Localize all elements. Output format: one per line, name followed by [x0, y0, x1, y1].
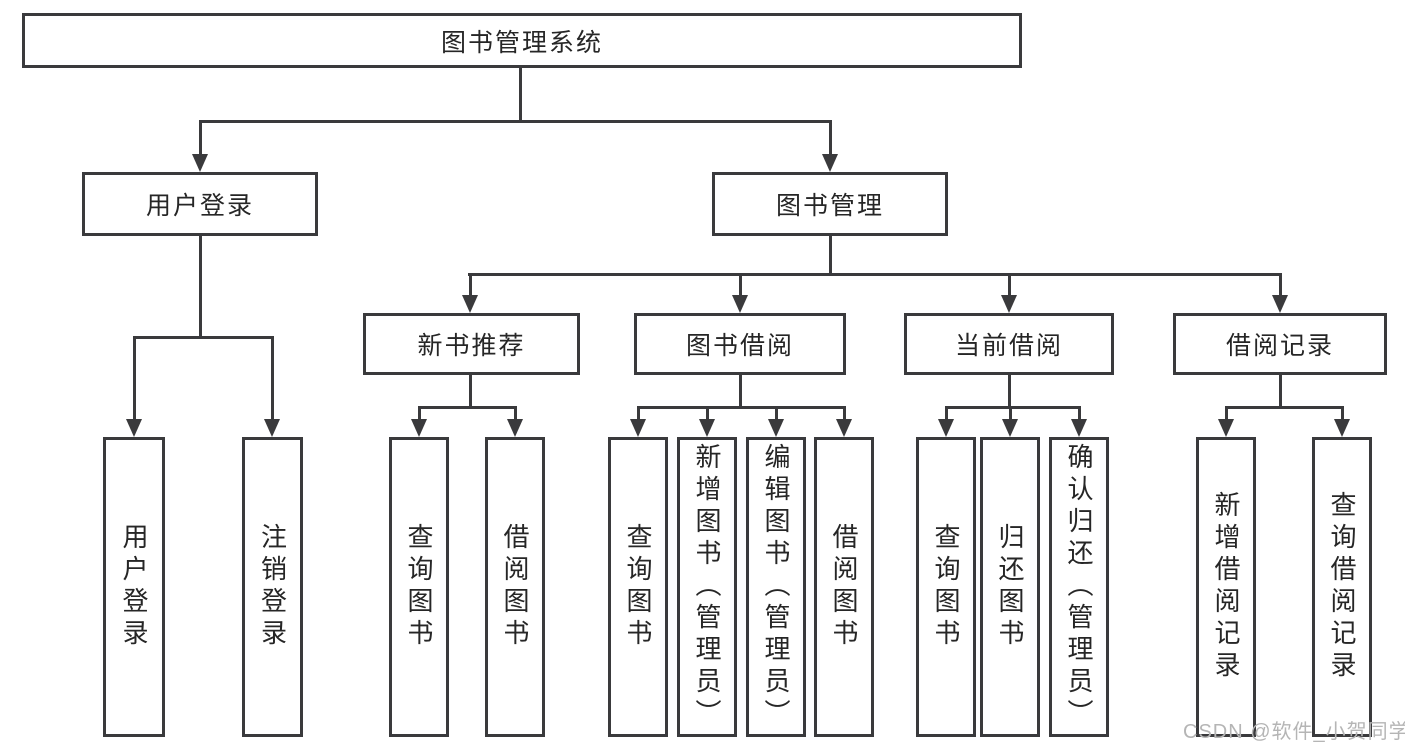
- arrow-down-icon: [192, 154, 208, 172]
- connector-line: [418, 406, 421, 419]
- connector-line: [1078, 406, 1081, 419]
- node-book-management: 图书管理: [712, 172, 948, 236]
- arrow-down-icon: [732, 295, 748, 313]
- connector-line: [1009, 406, 1012, 419]
- arrow-down-icon: [264, 419, 280, 437]
- node-label: 新书推荐: [417, 332, 526, 360]
- connector-line: [945, 406, 1080, 409]
- leaf-label: 借阅图书: [829, 523, 859, 651]
- connector-line: [843, 406, 846, 419]
- connector-line: [469, 375, 472, 406]
- connector-line: [133, 336, 274, 339]
- connector-line: [514, 406, 517, 419]
- arrow-down-icon: [1001, 295, 1017, 313]
- leaf-label: 借阅图书: [500, 523, 530, 651]
- arrow-down-icon: [126, 419, 142, 437]
- leaf-label: 注销登录: [257, 523, 288, 651]
- node-book-borrow: 图书借阅: [634, 313, 846, 375]
- connector-line: [637, 406, 640, 419]
- leaf-query-borrow-record: 查询借阅记录: [1312, 437, 1372, 737]
- node-label: 借阅记录: [1225, 332, 1334, 360]
- node-label: 图书管理系统: [440, 28, 603, 57]
- node-library-system: 图书管理系统: [22, 13, 1022, 68]
- leaf-label: 新增图书（管理员）: [692, 443, 722, 731]
- leaf-label: 新增借阅记录: [1211, 491, 1241, 683]
- connector-line: [829, 236, 832, 273]
- leaf-edit-book-admin: 编辑图书（管理员）: [746, 437, 806, 737]
- leaf-label: 编辑图书（管理员）: [761, 443, 791, 731]
- connector-line: [1279, 375, 1282, 406]
- arrow-down-icon: [411, 419, 427, 437]
- connector-line: [469, 273, 472, 295]
- connector-line: [1008, 375, 1011, 406]
- arrow-down-icon: [1218, 419, 1234, 437]
- connector-line: [199, 236, 202, 336]
- leaf-user-login: 用户登录: [103, 437, 165, 737]
- arrow-down-icon: [822, 154, 838, 172]
- node-user-login: 用户登录: [82, 172, 318, 236]
- arrow-down-icon: [507, 419, 523, 437]
- node-label: 当前借阅: [954, 332, 1063, 360]
- leaf-label: 用户登录: [119, 523, 149, 651]
- node-new-book-recommend: 新书推荐: [363, 313, 580, 375]
- leaf-return-books: 归还图书: [980, 437, 1040, 737]
- arrow-down-icon: [699, 419, 715, 437]
- connector-line: [739, 273, 742, 295]
- arrow-down-icon: [836, 419, 852, 437]
- leaf-borrow-books: 借阅图书: [814, 437, 874, 737]
- node-current-borrow: 当前借阅: [904, 313, 1114, 375]
- connector-line: [637, 406, 845, 409]
- arrow-down-icon: [1272, 295, 1288, 313]
- connector-line: [739, 375, 742, 406]
- leaf-label: 查询图书: [931, 523, 961, 651]
- connector-line: [1341, 406, 1344, 419]
- leaf-confirm-return-admin: 确认归还（管理员）: [1049, 437, 1109, 737]
- leaf-label: 确认归还（管理员）: [1064, 443, 1094, 731]
- connector-line: [468, 273, 1282, 276]
- connector-line: [519, 68, 522, 120]
- arrow-down-icon: [1002, 419, 1018, 437]
- arrow-down-icon: [1334, 419, 1350, 437]
- connector-line: [945, 406, 948, 419]
- connector-line: [199, 120, 832, 123]
- leaf-add-borrow-record: 新增借阅记录: [1196, 437, 1256, 737]
- leaf-borrow-books-recommend: 借阅图书: [485, 437, 545, 737]
- connector-line: [1225, 406, 1343, 409]
- arrow-down-icon: [630, 419, 646, 437]
- node-label: 图书借阅: [685, 332, 794, 360]
- arrow-down-icon: [768, 419, 784, 437]
- connector-line: [133, 336, 136, 419]
- connector-line: [418, 406, 516, 409]
- connector-line: [829, 120, 832, 154]
- leaf-query-books-current: 查询图书: [916, 437, 976, 737]
- leaf-label: 查询借阅记录: [1327, 491, 1357, 683]
- leaf-query-books-borrow: 查询图书: [608, 437, 668, 737]
- leaf-logout: 注销登录: [242, 437, 303, 737]
- leaf-label: 查询图书: [404, 523, 434, 651]
- connector-line: [1225, 406, 1228, 419]
- leaf-add-book-admin: 新增图书（管理员）: [677, 437, 737, 737]
- connector-line: [199, 120, 202, 154]
- connector-line: [1279, 273, 1282, 295]
- leaf-query-books-recommend: 查询图书: [389, 437, 449, 737]
- node-label: 图书管理: [775, 192, 884, 220]
- arrow-down-icon: [1071, 419, 1087, 437]
- leaf-label: 查询图书: [623, 523, 653, 651]
- connector-line: [706, 406, 709, 419]
- arrow-down-icon: [462, 295, 478, 313]
- connector-line: [271, 336, 274, 419]
- node-label: 用户登录: [145, 192, 254, 220]
- connector-line: [775, 406, 778, 419]
- node-borrow-records: 借阅记录: [1173, 313, 1387, 375]
- leaf-label: 归还图书: [995, 523, 1025, 651]
- watermark: CSDN @软件_小贺同学: [1183, 721, 1405, 743]
- arrow-down-icon: [938, 419, 954, 437]
- connector-line: [1008, 273, 1011, 295]
